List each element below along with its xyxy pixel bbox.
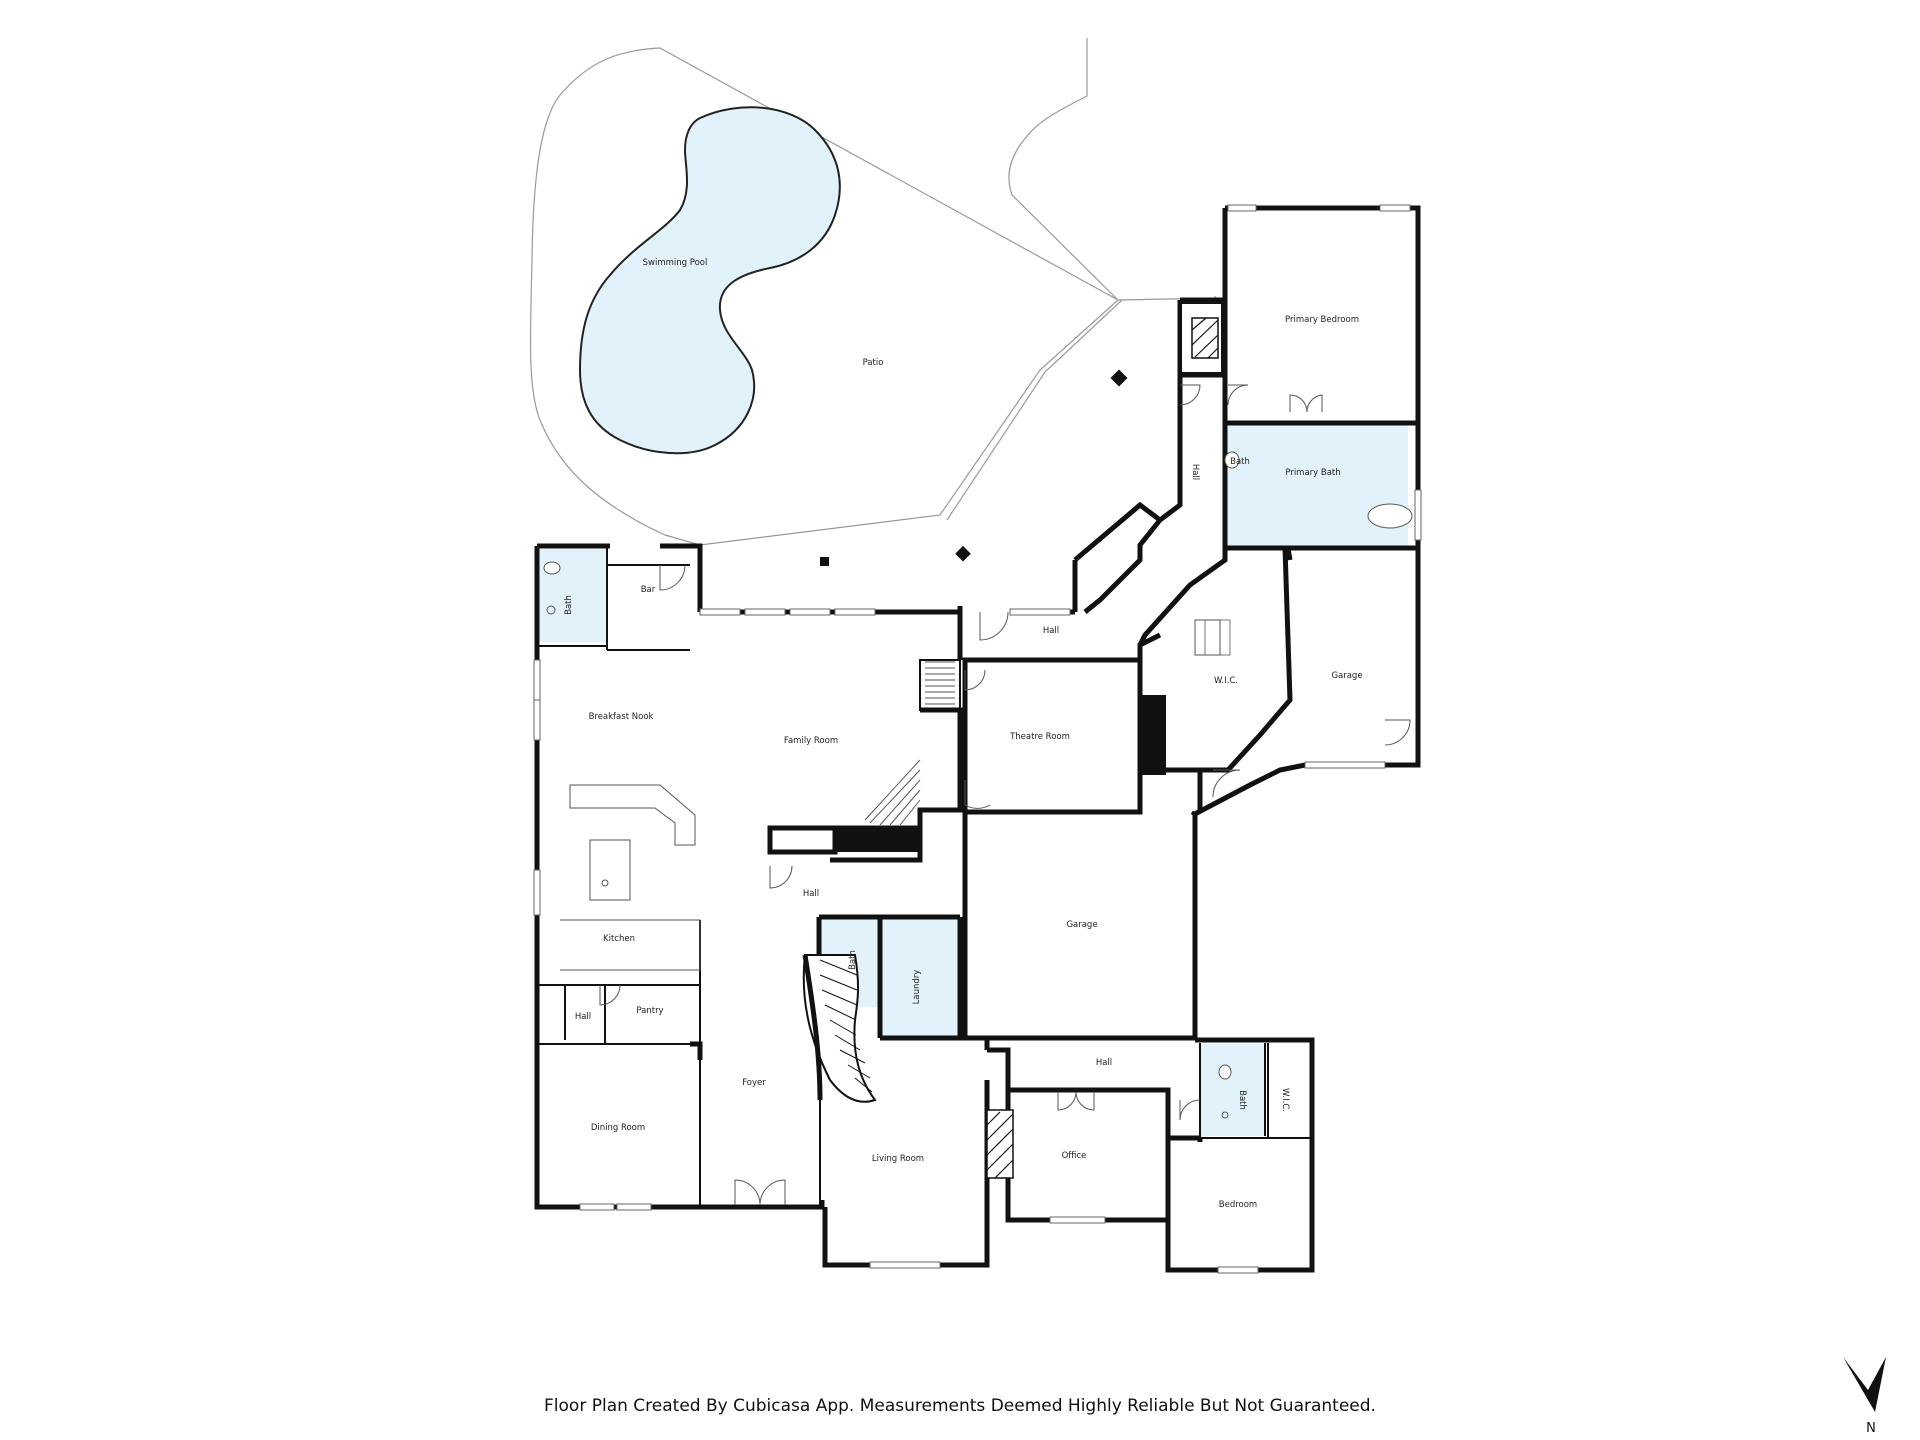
- label-living-room: Living Room: [872, 1154, 924, 1164]
- label-patio: Patio: [863, 358, 884, 368]
- label-garage-east: Garage: [1331, 671, 1362, 681]
- label-garage-center: Garage: [1066, 920, 1097, 930]
- label-family-room: Family Room: [784, 736, 838, 746]
- doors: [599, 384, 1411, 1206]
- label-dining-room: Dining Room: [591, 1123, 645, 1133]
- label-hall-east: Hall: [1190, 464, 1200, 480]
- staircases: [802, 661, 955, 1103]
- label-office: Office: [1062, 1151, 1087, 1161]
- label-hall-center: Hall: [803, 889, 819, 899]
- footer-disclaimer: Floor Plan Created By Cubicasa App. Meas…: [544, 1396, 1376, 1416]
- compass-label: N: [1866, 1421, 1876, 1436]
- patio-area: [529, 38, 1216, 566]
- north-arrow-icon: N: [1843, 1357, 1886, 1436]
- label-theatre-room: Theatre Room: [1009, 732, 1070, 742]
- wet-room-fills: [539, 423, 1408, 1136]
- swimming-pool: [578, 106, 841, 455]
- label-bedroom: Bedroom: [1219, 1200, 1257, 1210]
- windows: [533, 204, 1422, 1274]
- label-bath-center: Bath: [848, 950, 858, 970]
- label-bath-bar: Bath: [564, 595, 574, 615]
- fireplaces: [835, 300, 1225, 1179]
- room-labels: Swimming Pool Patio Primary Bedroom Prim…: [564, 258, 1363, 1210]
- label-pantry: Pantry: [636, 1006, 663, 1016]
- label-bar: Bar: [641, 585, 656, 595]
- label-breakfast-nook: Breakfast Nook: [589, 712, 654, 722]
- label-hall-north: Hall: [1043, 626, 1059, 636]
- label-wic-bedroom: W.I.C.: [1280, 1088, 1290, 1112]
- label-hall-west: Hall: [575, 1012, 591, 1022]
- label-primary-bath: Primary Bath: [1285, 468, 1340, 478]
- label-laundry: Laundry: [912, 970, 922, 1005]
- label-hall-south: Hall: [1096, 1058, 1112, 1068]
- label-foyer: Foyer: [742, 1078, 766, 1088]
- label-wic-primary: W.I.C.: [1214, 676, 1238, 686]
- fixtures: [543, 451, 1413, 1119]
- label-bath-primary-wc: Bath: [1230, 457, 1250, 467]
- label-kitchen: Kitchen: [603, 934, 635, 944]
- label-bath-bedroom: Bath: [1237, 1090, 1247, 1110]
- label-swimming-pool: Swimming Pool: [643, 258, 708, 268]
- label-primary-bedroom: Primary Bedroom: [1285, 315, 1359, 325]
